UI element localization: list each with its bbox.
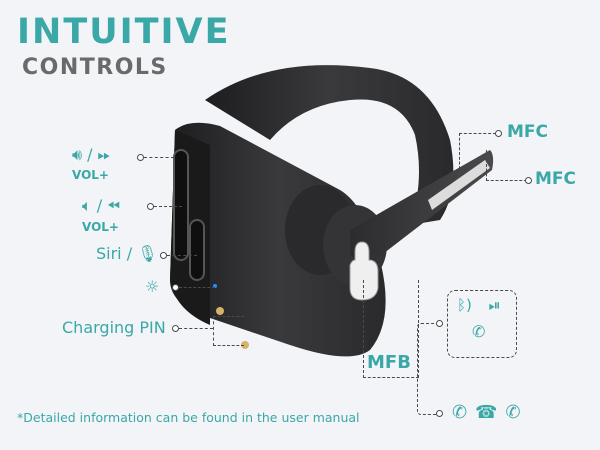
charging-pin-label: Charging PIN xyxy=(62,318,166,337)
reject-call-icon: ✆ xyxy=(505,402,529,423)
headset-image xyxy=(170,65,494,357)
hang-up-icon: ☎ xyxy=(475,402,506,423)
vol-up-label: 🔊︎ / ⏩︎ xyxy=(72,145,111,164)
vol-down-connector xyxy=(147,203,154,210)
sun-icon: ☼ xyxy=(145,277,160,296)
answer-call-icon: ✆ xyxy=(452,402,476,423)
subtitle: CONTROLS xyxy=(22,55,168,80)
bluetooth-pairing-icon: ᛒ) xyxy=(457,296,472,314)
title: INTUITIVE xyxy=(17,12,231,52)
mfb-function-group-1 xyxy=(447,290,517,358)
mfb-function-group-2: ✆☎✆ xyxy=(452,402,529,423)
siri-connector xyxy=(160,252,167,259)
vol-down-label: 🔈︎ / ⏪︎ xyxy=(82,196,120,215)
play-pause-icon: ⏯︎ xyxy=(488,296,501,314)
siri-label: Siri / 🎙︎ xyxy=(96,244,158,263)
fast-forward-icon: ⏩︎ xyxy=(97,145,111,164)
charging-connector xyxy=(172,325,179,332)
vol-up-text: VOL+ xyxy=(72,168,109,182)
led-connector xyxy=(172,284,179,291)
vol-down-text: VOL+ xyxy=(82,220,119,234)
volume-up-icon: 🔊︎ xyxy=(72,145,83,164)
mfc-bottom-connector xyxy=(525,177,532,184)
vol-up-connector xyxy=(137,154,144,161)
mfc-bottom-label: MFC xyxy=(535,169,577,189)
mfc-top-label: MFC xyxy=(507,122,549,142)
rewind-icon: ⏪︎ xyxy=(107,196,120,215)
footer-note: *Detailed information can be found in th… xyxy=(17,410,360,425)
microphone-icon: 🎙︎ xyxy=(137,244,158,263)
call-switch-icon: ✆ xyxy=(472,322,486,341)
mfc-top-connector xyxy=(495,130,502,137)
volume-down-icon: 🔈︎ xyxy=(82,196,92,215)
mfb-label: MFB xyxy=(367,352,411,373)
